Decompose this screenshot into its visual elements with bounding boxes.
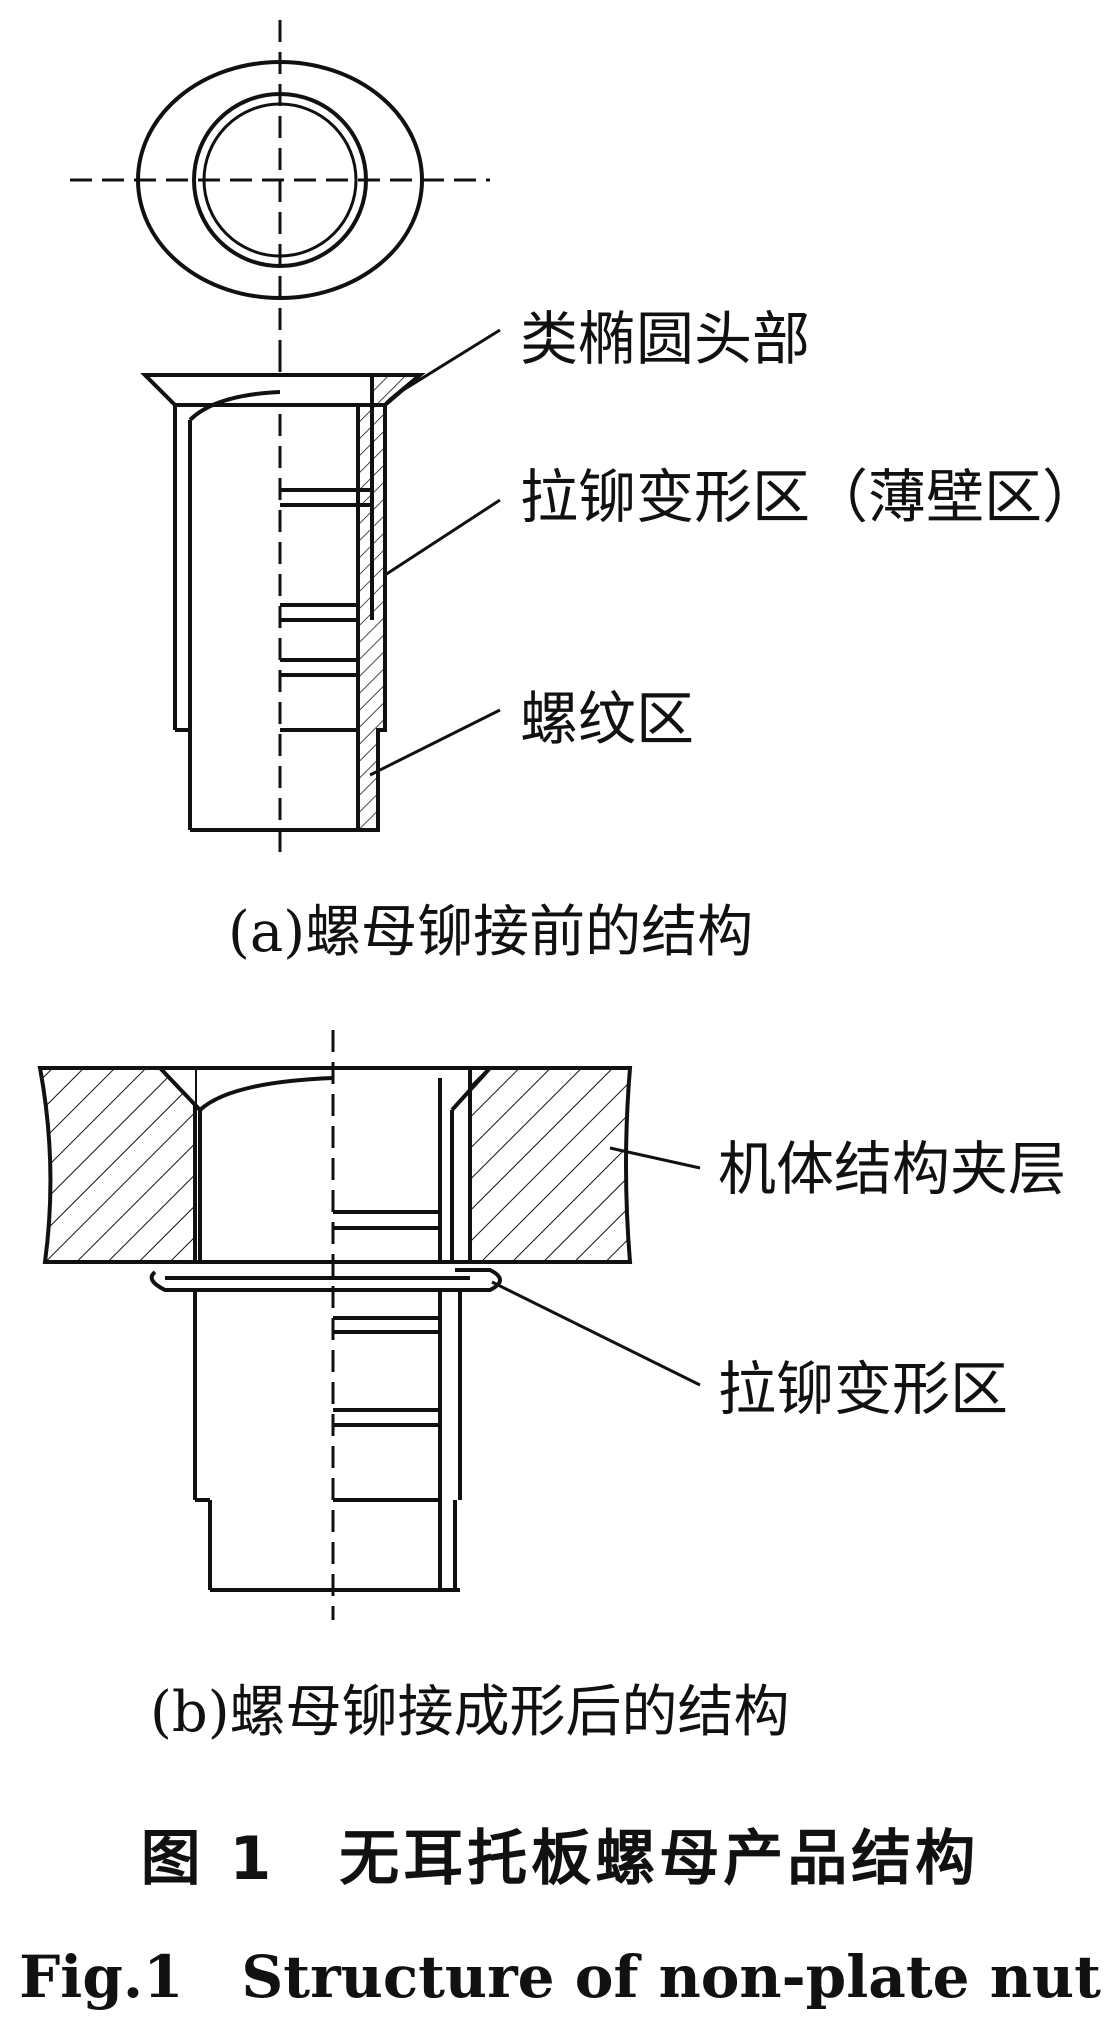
- label-deform-zone: 拉铆变形区: [718, 1355, 1009, 1423]
- label-sandwich-layer: 机体结构夹层: [718, 1135, 1067, 1203]
- top-view: [70, 20, 490, 350]
- nut-section-after-rivet: [37, 1030, 633, 1620]
- subcaption-b: (b)螺母铆接成形后的结构: [150, 1680, 790, 1745]
- figure-caption-cn: 图 1 无耳托板螺母产品结构: [140, 1824, 980, 1894]
- label-deform-zone-thin: 拉铆变形区（薄壁区）: [520, 463, 1101, 531]
- leaders-b: [491, 1146, 701, 1387]
- nut-section-before-rivet: [140, 350, 426, 855]
- leaders-a: [369, 328, 501, 777]
- label-oval-head: 类椭圆头部: [520, 305, 811, 373]
- figure-caption-en: Fig.1 Structure of non-plate nut: [19, 1943, 1101, 2011]
- label-thread-zone: 螺纹区: [520, 685, 695, 753]
- subcaption-a: (a)螺母铆接前的结构: [228, 900, 754, 965]
